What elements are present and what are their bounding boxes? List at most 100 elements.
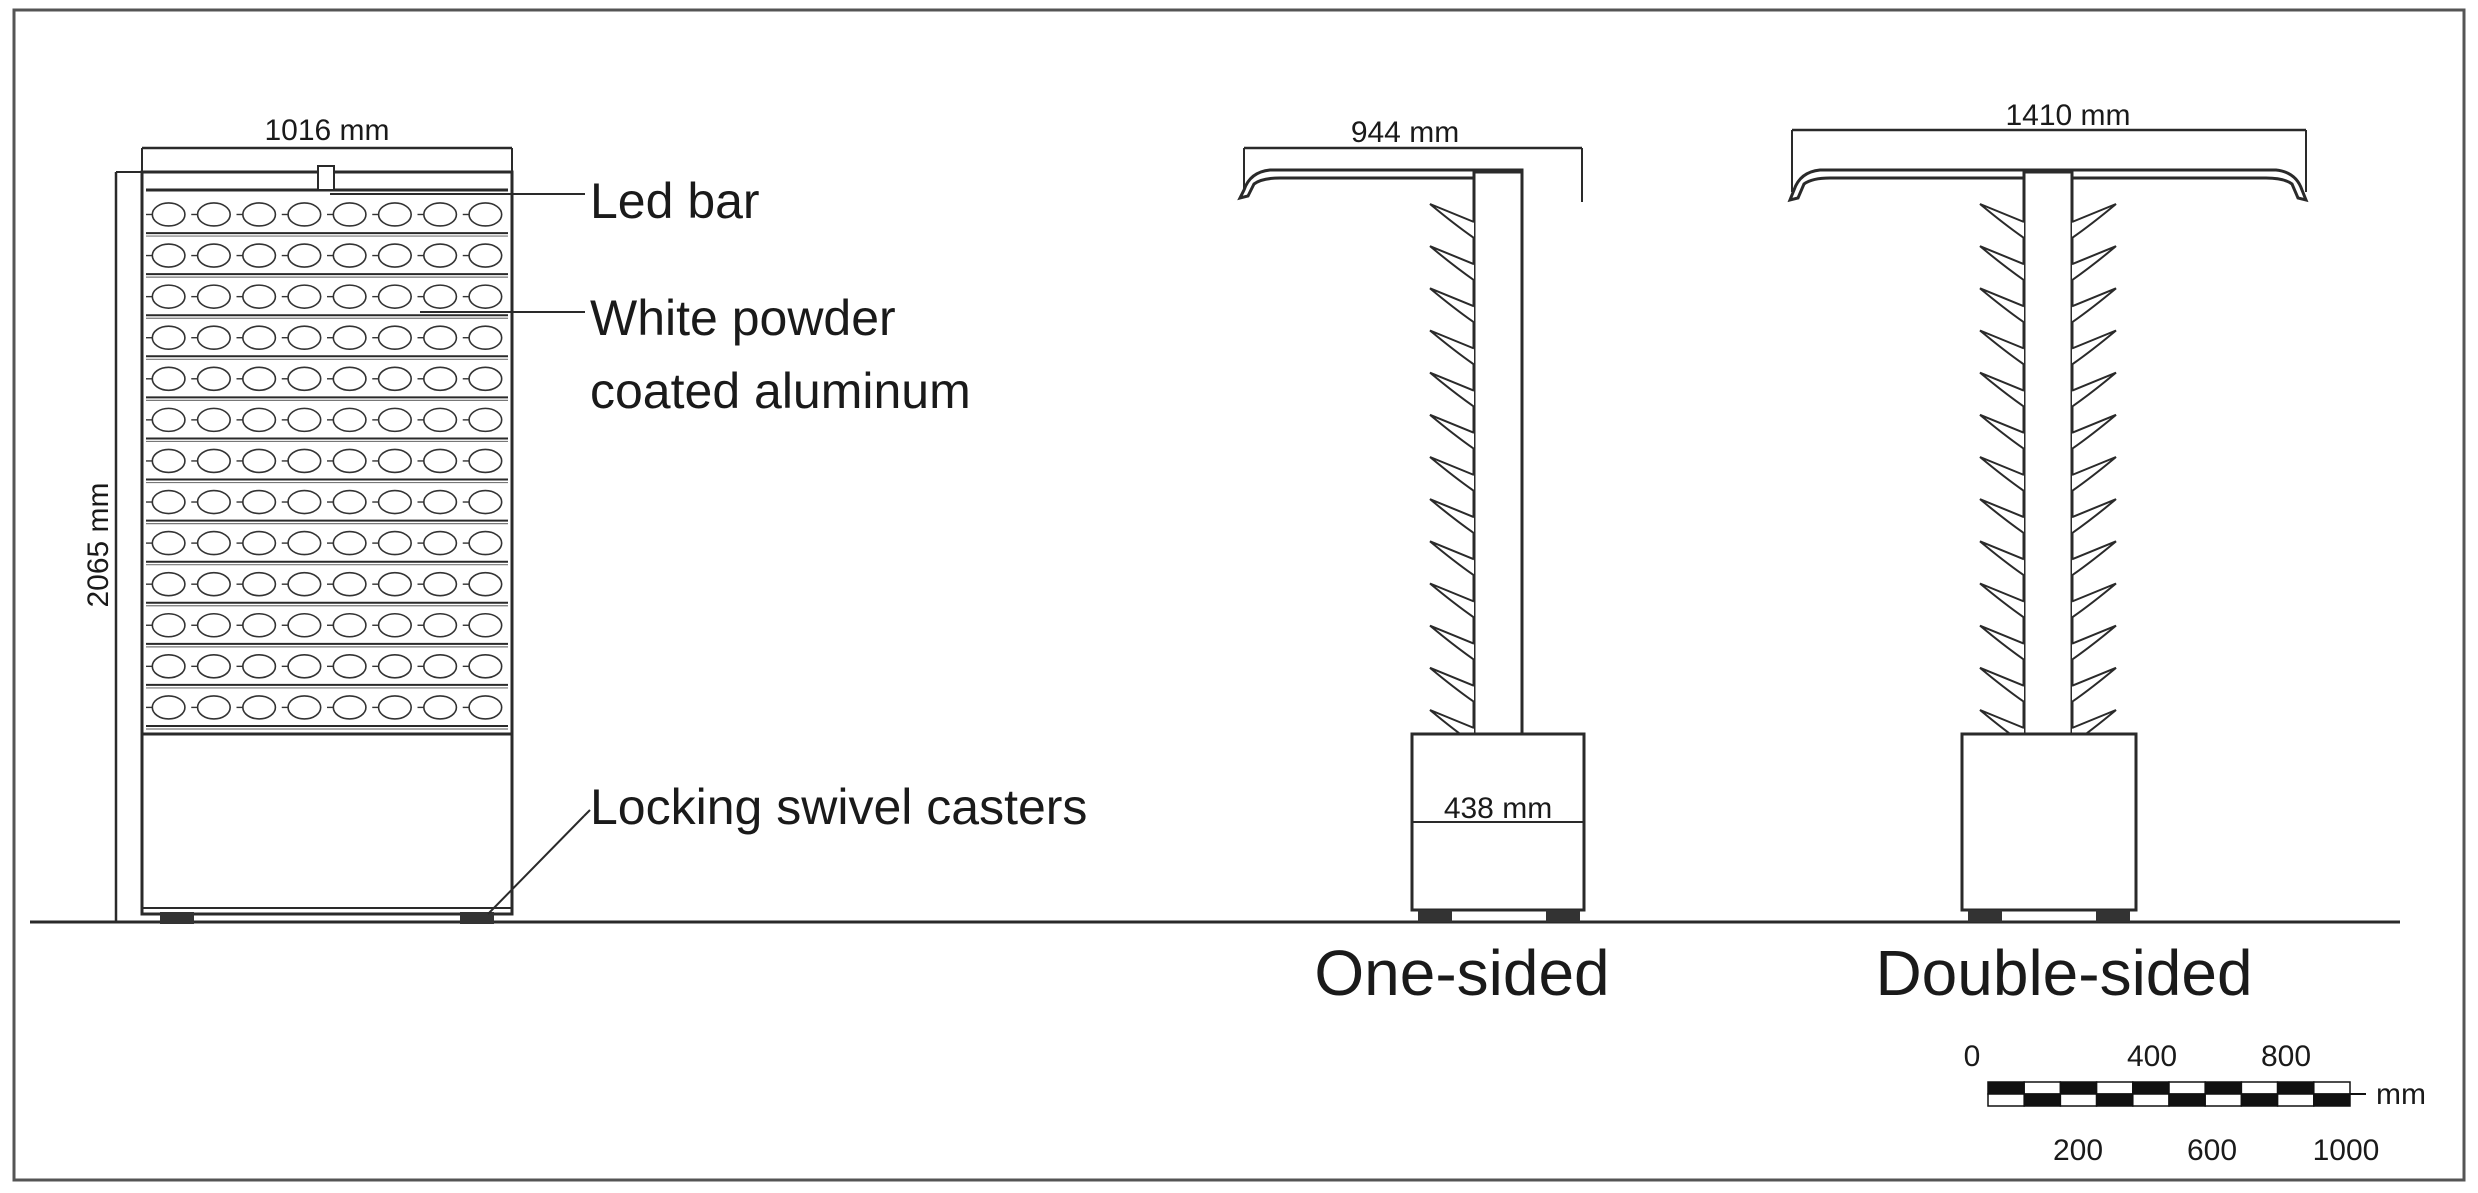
- material-callout-line1: White powder: [590, 290, 896, 346]
- grow-fin: [1429, 582, 1475, 619]
- plant-site: [468, 243, 503, 268]
- plant-site: [287, 654, 322, 679]
- front-view: 1016 mm 2065 mm Led bar White powder coa…: [82, 114, 1087, 924]
- grow-fin: [1429, 245, 1475, 281]
- one-sided-caption: One-sided: [1314, 937, 1609, 1009]
- plant-site: [151, 654, 186, 679]
- plant-site: [423, 530, 458, 556]
- plant-site: [468, 407, 503, 433]
- plant-site: [287, 448, 322, 474]
- one-sided-light-hood: [1237, 168, 1524, 201]
- grow-fin: [2071, 287, 2117, 324]
- plant-site: [468, 695, 503, 720]
- scale-segment: [2168, 1093, 2206, 1107]
- plant-site: [423, 571, 458, 597]
- plant-site: [196, 695, 231, 720]
- plant-site: [196, 654, 231, 679]
- grow-fin: [1979, 666, 2025, 703]
- grow-fin: [1979, 371, 2025, 408]
- one-sided-caster-right: [1546, 910, 1580, 922]
- plant-site: [468, 202, 503, 227]
- plant-site: [287, 612, 322, 638]
- scale-segment: [2240, 1093, 2279, 1107]
- plant-site: [423, 654, 458, 679]
- grow-fin: [2071, 582, 2117, 619]
- scale-segment: [2313, 1093, 2351, 1107]
- scale-segment: [2059, 1081, 2098, 1095]
- grow-fin: [1429, 456, 1475, 492]
- double-sided-base: [1960, 732, 2138, 912]
- plant-site: [332, 448, 367, 474]
- plant-site: [196, 202, 231, 227]
- plant-site: [242, 284, 277, 309]
- casters-leader-tip: [583, 809, 591, 817]
- grow-fin: [1979, 203, 2025, 239]
- scale-segment: [2276, 1081, 2315, 1095]
- scale-segment: [1987, 1081, 2025, 1095]
- double-sided-caption: Double-sided: [1875, 937, 2252, 1009]
- grow-fin: [2071, 371, 2117, 408]
- plant-site: [423, 202, 458, 227]
- grow-fin: [1979, 582, 2025, 619]
- double-sided-top-dim-label: 1410 mm: [2005, 99, 2130, 132]
- grow-fin: [1429, 329, 1475, 366]
- led-bar-callout: Led bar: [590, 173, 760, 229]
- plant-site: [287, 530, 322, 556]
- plant-site: [377, 202, 412, 227]
- scale-segment: [2095, 1093, 2134, 1107]
- plant-site: [423, 366, 458, 392]
- plant-site: [423, 612, 458, 638]
- plant-site: [242, 407, 277, 433]
- grow-fin: [1979, 498, 2025, 534]
- plant-site: [287, 489, 322, 515]
- plant-site: [242, 654, 277, 679]
- one-sided-top-dim-label: 944 mm: [1351, 116, 1459, 149]
- plant-site: [287, 695, 322, 720]
- plant-site: [377, 654, 412, 679]
- plant-site: [377, 612, 412, 638]
- material-callout-line2: coated aluminum: [590, 363, 971, 419]
- double-sided-caster-left: [1968, 910, 2002, 922]
- plant-site: [287, 284, 322, 309]
- plant-site: [242, 489, 277, 515]
- scale-segment: [2023, 1093, 2062, 1107]
- plant-site: [332, 202, 367, 227]
- plant-site: [196, 612, 231, 638]
- figure-border: [12, 8, 2466, 1182]
- plant-site: [151, 325, 186, 351]
- plant-site: [332, 243, 367, 268]
- plant-site: [468, 284, 503, 309]
- plant-site: [468, 571, 503, 597]
- plant-site: [242, 325, 277, 351]
- scale-label-top-2: 800: [2261, 1040, 2311, 1073]
- plant-site: [151, 407, 186, 433]
- scale-segment: [2132, 1093, 2170, 1107]
- plant-site: [332, 695, 367, 720]
- plant-site: [332, 571, 367, 597]
- plant-site: [242, 695, 277, 720]
- scale-segment: [2204, 1093, 2243, 1107]
- plant-site: [332, 530, 367, 556]
- plant-site: [287, 407, 322, 433]
- plant-site: [242, 366, 277, 392]
- scale-segment: [2276, 1093, 2315, 1107]
- plant-site: [151, 202, 186, 227]
- plant-site: [242, 571, 277, 597]
- plant-site: [332, 325, 367, 351]
- double-sided-light-hood: [1787, 168, 2309, 203]
- one-sided-caster-left: [1418, 910, 1452, 922]
- plant-site: [377, 695, 412, 720]
- plant-site: [377, 530, 412, 556]
- grow-fin: [1979, 329, 2025, 366]
- front-caster-left: [160, 912, 194, 924]
- grow-fin: [1429, 371, 1475, 408]
- one-sided-base-dim-label: 438 mm: [1444, 792, 1552, 825]
- scale-segment: [2023, 1081, 2062, 1095]
- plant-site: [196, 530, 231, 556]
- plant-site: [242, 530, 277, 556]
- plant-site: [151, 530, 186, 556]
- plant-site: [332, 366, 367, 392]
- grow-fin: [1429, 413, 1475, 450]
- grow-fin: [2071, 540, 2117, 577]
- plant-site: [242, 243, 277, 268]
